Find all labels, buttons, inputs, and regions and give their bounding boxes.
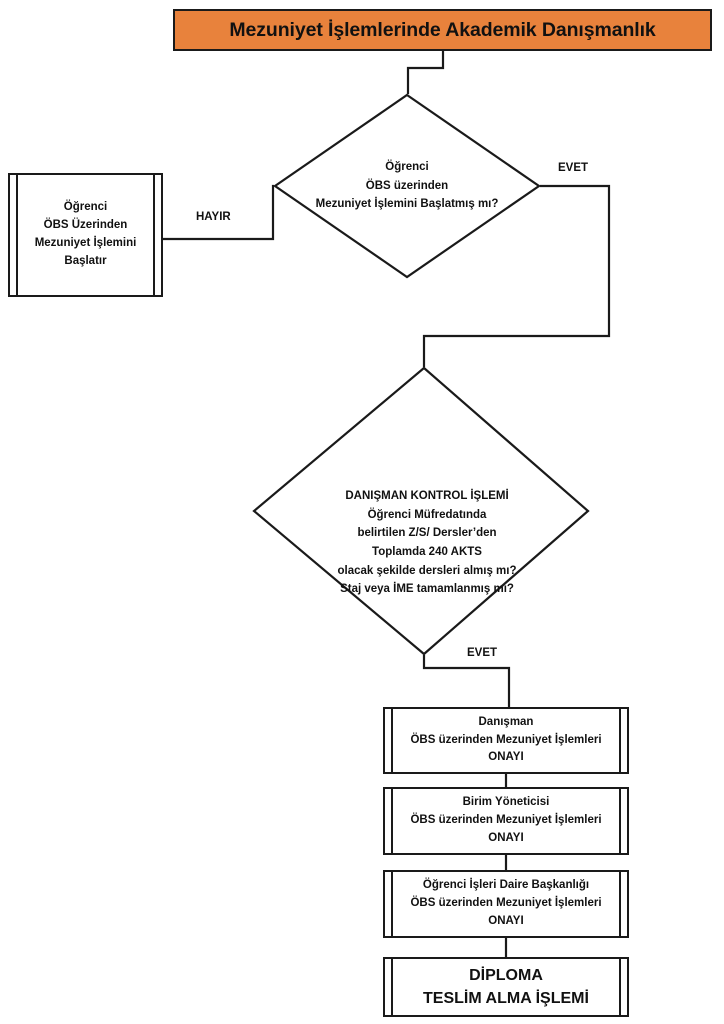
student-start-line-2: ÖBS Üzerinden	[43, 219, 128, 232]
decision1-line-2: ÖBS üzerinden	[365, 179, 449, 192]
process-student-affairs-approval-text: Öğrenci İşleri Daire Başkanlığı ÖBS üzer…	[396, 877, 615, 930]
edge-label-evet-top: EVET	[558, 162, 589, 174]
advisor-approval-line-1: Danışman	[478, 715, 534, 728]
diamond-shape	[252, 366, 590, 656]
process-advisor-approval-text: Danışman ÖBS üzerinden Mezuniyet İşlemle…	[396, 714, 615, 767]
decision-advisor-check-text: DANIŞMAN KONTROL İŞLEMİ Öğrenci Müfredat…	[338, 487, 517, 599]
decision2-line-4: olacak şekilde dersleri almış mı?	[337, 564, 517, 577]
edge-label-hayir: HAYIR	[196, 211, 231, 223]
decision-student-started: Öğrenci ÖBS üzerinden Mezuniyet İşlemini…	[273, 93, 541, 279]
student-affairs-line-1: Öğrenci İşleri Daire Başkanlığı	[422, 879, 590, 892]
decision1-line-1: Öğrenci	[385, 161, 429, 174]
edge-decision1-yes-to-decision2	[422, 184, 611, 368]
edge-banner-to-decision1	[406, 49, 445, 95]
edge-decision2-yes-to-advisor	[422, 654, 511, 709]
decision1-line-3: Mezuniyet İşlemini Başlatmış mı?	[315, 198, 499, 211]
page-title: Mezuniyet İşlemlerinde Akademik Danışman…	[229, 18, 656, 41]
unit-manager-line-1: Birim Yöneticisi	[462, 796, 550, 809]
student-affairs-line-3: ONAYI	[488, 914, 524, 927]
student-affairs-line-2: ÖBS üzerinden Mezuniyet İşlemleri	[410, 897, 602, 910]
advisor-approval-line-2: ÖBS üzerinden Mezuniyet İşlemleri	[410, 733, 602, 746]
process-diploma-delivery: DİPLOMA TESLİM ALMA İŞLEMİ	[383, 957, 629, 1017]
title-banner: Mezuniyet İşlemlerinde Akademik Danışman…	[173, 9, 712, 51]
student-start-line-3: Mezuniyet İşlemini	[34, 237, 137, 249]
process-unit-manager-approval-text: Birim Yöneticisi ÖBS üzerinden Mezuniyet…	[396, 794, 615, 847]
edge-decision1-no-to-student-start	[161, 184, 275, 241]
process-student-affairs-approval: Öğrenci İşleri Daire Başkanlığı ÖBS üzer…	[383, 870, 629, 938]
student-start-line-4: Başlatır	[64, 254, 107, 267]
process-unit-manager-approval: Birim Yöneticisi ÖBS üzerinden Mezuniyet…	[383, 787, 629, 855]
decision-advisor-check: DANIŞMAN KONTROL İŞLEMİ Öğrenci Müfredat…	[252, 366, 590, 656]
decision2-line-2: belirtilen Z/S/ Dersler’den	[357, 527, 497, 540]
unit-manager-line-3: ONAYI	[488, 831, 524, 844]
unit-manager-line-2: ÖBS üzerinden Mezuniyet İşlemleri	[410, 814, 602, 827]
process-student-start-text: Öğrenci ÖBS Üzerinden Mezuniyet İşlemini…	[21, 199, 151, 270]
decision2-line-1: Öğrenci Müfredatında	[367, 508, 487, 521]
process-diploma-delivery-text: DİPLOMA TESLİM ALMA İŞLEMİ	[409, 964, 603, 1010]
diploma-line-2: TESLİM ALMA İŞLEMİ	[423, 990, 589, 1007]
decision-student-started-text: Öğrenci ÖBS üzerinden Mezuniyet İşlemini…	[316, 158, 499, 214]
edge-label-evet-bottom: EVET	[467, 647, 498, 659]
process-student-start: Öğrenci ÖBS Üzerinden Mezuniyet İşlemini…	[8, 173, 163, 297]
advisor-approval-line-3: ONAYI	[488, 751, 524, 764]
process-advisor-approval: Danışman ÖBS üzerinden Mezuniyet İşlemle…	[383, 707, 629, 774]
diamond-shape	[273, 93, 541, 279]
decision2-header: DANIŞMAN KONTROL İŞLEMİ	[345, 490, 509, 503]
diploma-line-1: DİPLOMA	[469, 966, 543, 984]
decision2-line-3: Toplamda 240 AKTS	[372, 546, 482, 558]
student-start-line-1: Öğrenci	[63, 201, 108, 214]
decision2-line-5: Staj veya İME tamamlanmış mı?	[340, 583, 514, 596]
